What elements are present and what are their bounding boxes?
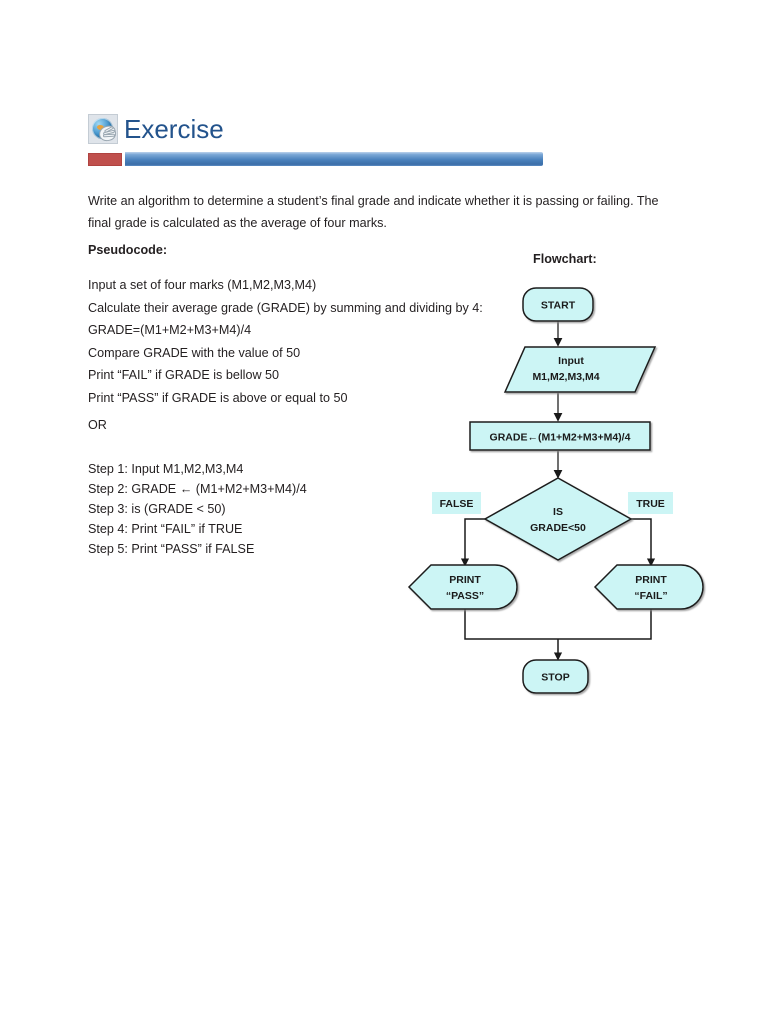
flow-node-stop: [522, 659, 589, 694]
step-line: Step 1: Input M1,M2,M3,M4: [88, 462, 244, 476]
title-row: Exercise: [88, 110, 688, 148]
edge-print-pass-to-join: [464, 609, 558, 640]
pseudocode-line: GRADE=(M1+M2+M3+M4)/4: [88, 323, 252, 337]
flow-node-print-fail: [593, 564, 704, 610]
edge-true-to-print-fail: [631, 518, 656, 567]
intro-paragraph: Write an algorithm to determine a studen…: [88, 194, 659, 230]
flow-label-decision-line1: IS: [553, 506, 563, 518]
flow-label-start: START: [541, 300, 576, 312]
flow-node-process: [469, 421, 651, 451]
pseudocode-line: Print “FAIL” if GRADE is bellow 50: [88, 368, 280, 382]
flow-node-decision: [483, 477, 633, 561]
edge-false-to-print-pass: [460, 518, 485, 567]
flow-label-stop: STOP: [541, 672, 569, 684]
flowchart-diagram: START Input M1,M2,M3,M4 GRADE←(M1+M2+M3+…: [395, 275, 725, 705]
pseudocode-list: Input a set of four marks (M1,M2,M3,M4) …: [88, 274, 508, 409]
divider-blue-bar: [125, 152, 543, 166]
flow-label-print-pass-line2: “PASS”: [446, 590, 484, 602]
header-divider: [88, 152, 543, 166]
pseudocode-line: Input a set of four marks (M1,M2,M3,M4): [88, 278, 317, 292]
page-header: Exercise: [88, 110, 688, 178]
flow-label-false: FALSE: [440, 498, 474, 510]
pseudocode-line: Calculate their average grade (GRADE) by…: [88, 300, 483, 315]
flow-label-input-line1: Input: [558, 355, 584, 367]
or-separator: OR: [88, 418, 107, 432]
flow-label-process: GRADE←(M1+M2+M3+M4)/4: [490, 432, 631, 444]
step-line: Step 4: Print “FAIL” if TRUE: [88, 522, 243, 536]
globe-hand-icon: [88, 114, 118, 144]
flowchart-heading: Flowchart:: [533, 252, 597, 266]
flow-label-input-line2: M1,M2,M3,M4: [532, 371, 599, 383]
edge-print-fail-to-join: [558, 609, 652, 640]
flow-label-print-fail-line1: PRINT: [635, 574, 667, 586]
step-line: Step 5: Print “PASS” if FALSE: [88, 542, 255, 556]
flow-edge-label-true: TRUE: [628, 492, 673, 514]
page-title: Exercise: [124, 114, 224, 144]
step-line: Step 3: is (GRADE < 50): [88, 502, 226, 516]
divider-red-accent: [88, 153, 122, 166]
flow-label-print-pass-line1: PRINT: [449, 574, 481, 586]
flow-label-decision-line2: GRADE<50: [530, 522, 586, 534]
flow-edge-label-false: FALSE: [432, 492, 481, 514]
pseudocode-line: Print “PASS” if GRADE is above or equal …: [88, 390, 348, 405]
flow-node-print-pass: [407, 564, 518, 610]
pseudocode-heading: Pseudocode:: [88, 243, 168, 257]
flow-node-start: [522, 287, 594, 322]
intro-paragraph-block: Write an algorithm to determine a studen…: [88, 190, 680, 234]
flow-node-input: [503, 346, 657, 393]
pseudocode-line: Compare GRADE with the value of 50: [88, 345, 301, 360]
steps-list: Step 1: Input M1,M2,M3,M4 Step 2: GRADE …: [88, 459, 428, 559]
flow-label-print-fail-line2: “FAIL”: [634, 590, 667, 602]
flow-label-true: TRUE: [636, 498, 665, 510]
step-line: Step 2: GRADE ← (M1+M2+M3+M4)/4: [88, 482, 307, 496]
